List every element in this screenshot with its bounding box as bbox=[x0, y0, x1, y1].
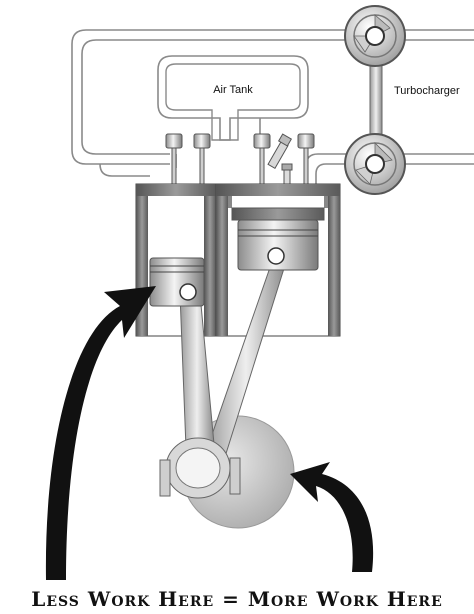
left-connecting-rod bbox=[159, 293, 241, 499]
turbocharger-label: Turbocharger bbox=[394, 85, 460, 97]
less-work-arrow bbox=[45, 286, 156, 580]
turbine-wheel-icon bbox=[344, 5, 406, 67]
diagram-caption: Less Work Here = More Work Here bbox=[31, 587, 443, 611]
spark-plug bbox=[281, 163, 293, 191]
air-tank: Air Tank bbox=[157, 55, 309, 141]
fuel-injector bbox=[267, 133, 293, 169]
turbo-shaft bbox=[369, 61, 383, 145]
compressor-wheel-icon bbox=[344, 133, 406, 195]
right-piston bbox=[231, 207, 325, 271]
more-work-arrow bbox=[290, 462, 374, 572]
air-tank-label: Air Tank bbox=[213, 84, 253, 96]
left-piston bbox=[149, 257, 205, 307]
